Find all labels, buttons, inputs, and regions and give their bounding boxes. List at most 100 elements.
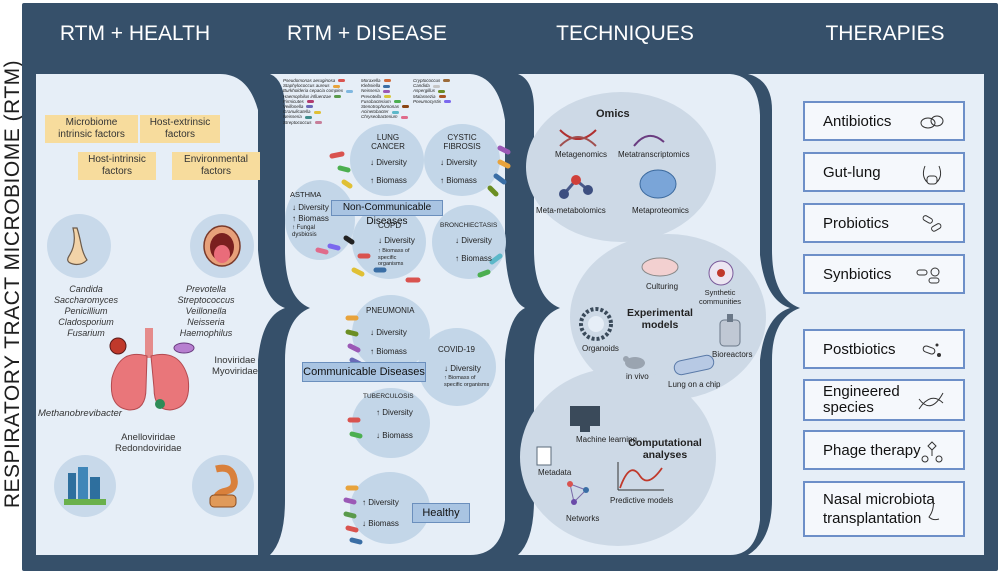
legend-label: Malassezia (413, 93, 436, 99)
covid-title: COVID-19 (438, 345, 475, 354)
legend-label: Neisseria (361, 88, 380, 94)
legend-label: Pneumocystis (413, 98, 442, 104)
factor-environmental: Environmental factors (172, 152, 260, 180)
legend-entry: Fusobacterium (361, 99, 421, 104)
therapy-engineered-species: Engineered species (803, 379, 965, 421)
asthma-biomass: ↑ Biomass (292, 214, 329, 223)
label: Biomass of specific organisms (444, 375, 490, 388)
nose-taxa: Candida Saccharomyces Penicillium Clados… (50, 284, 122, 339)
therapy-label: Synbiotics (823, 266, 892, 283)
legend-entry: Klebsiella (361, 83, 421, 88)
legend-label: Acinetobacter (361, 109, 389, 115)
factor-host-intrinsic: Host-intrinsic factors (78, 152, 156, 180)
legend-entry: Malassezia (413, 94, 463, 99)
header-health: RTM + HEALTH (59, 22, 211, 45)
legend-entry: Burkholderia cepacia complex (283, 88, 354, 93)
asthma-title: ASTHMA (290, 190, 322, 199)
city-icon (64, 467, 106, 505)
cf-diversity: ↓ Diversity (440, 158, 477, 167)
therapy-label: Antibiotics (823, 113, 892, 130)
lung-on-chip-label: Lung on a chip (668, 380, 721, 389)
nose-circle (47, 214, 111, 278)
healthy-label: Healthy (412, 503, 470, 523)
nose-icon (928, 496, 940, 521)
label: Biomass (376, 347, 407, 356)
legend-entry: Acinetobacter (361, 109, 421, 114)
legend-entry: Cryptococcus (413, 78, 463, 83)
virus-label: Anelloviridae (121, 432, 176, 443)
cystic-fibrosis-title: CYSTIC FIBROSIS (443, 133, 481, 151)
therapy-label: Probiotics (823, 215, 889, 232)
therapy-label-line: species (823, 399, 874, 416)
legend-label: Firmicutes (283, 98, 304, 104)
metadata-label: Metadata (538, 468, 572, 477)
tuberculosis-title: TUBERCULOSIS (363, 393, 414, 400)
label: Fungal dysbiosis (292, 225, 317, 238)
label: Diversity (298, 203, 329, 212)
gut-circle (192, 455, 254, 517)
bronch-diversity: ↓ Diversity (455, 236, 492, 245)
legend-entry: Granulicatella (283, 109, 353, 114)
therapy-label: Postbiotics (823, 341, 896, 358)
legend-label: Streptococcus (283, 119, 312, 125)
legend-entry: Veillonella (283, 104, 353, 109)
bronch-biomass: ↑ Biomass (455, 254, 492, 263)
legend-swatch (313, 110, 321, 114)
computational-circle (520, 368, 716, 546)
omics-circle (526, 92, 716, 242)
rna-icon (633, 135, 665, 147)
legend-label: Neisseria (283, 114, 302, 120)
label: Diversity (376, 158, 407, 167)
label: Diversity (461, 236, 492, 245)
therapy-postbiotics: Postbiotics (803, 329, 965, 369)
pills-icon (920, 115, 944, 129)
virus-label: Myoviridae (212, 366, 258, 377)
mouse-icon (623, 356, 645, 369)
legend-swatch (306, 100, 314, 104)
healthy-diversity: ↑ Diversity (362, 498, 399, 507)
covid-diversity: ↓ Diversity (444, 364, 481, 373)
legend-entry: Prevotella (361, 94, 421, 99)
viruses-right: Inoviridae Myoviridae (212, 355, 258, 377)
legend-swatch (432, 84, 440, 88)
mouth-taxa: Prevotella Streptococcus Veillonella Nei… (170, 284, 242, 339)
legend-swatch (383, 84, 391, 88)
pneumonia-title: PNEUMONIA (366, 306, 415, 315)
factor-host-extrinsic: Host-extrinsic factors (140, 115, 220, 143)
legend-swatch (346, 89, 354, 93)
ncd-label: Non-Communicable Diseases (331, 200, 443, 227)
curve-chart-icon (617, 462, 664, 491)
dna-icon (918, 392, 944, 410)
legend-label: Prevotella (361, 93, 382, 99)
phage-icon (921, 441, 943, 463)
legend-label: Moraxella (361, 78, 381, 83)
asthma-circle (285, 180, 355, 260)
healthy-biomass: ↓ Biomass (362, 519, 399, 528)
therapy-label: Gut-lung (823, 164, 881, 181)
machine-learning-label: Machine learning (576, 435, 637, 444)
label: Diversity (368, 498, 399, 507)
archaea-label: Methanobrevibacter (38, 408, 122, 419)
lung-cancer-diversity: ↓ Diversity (370, 158, 407, 167)
copd-title: COPD (378, 221, 402, 230)
tb-biomass: ↓ Biomass (376, 431, 413, 440)
therapy-label: Engineered species (823, 384, 900, 416)
experimental-title: Experimental models (627, 307, 693, 331)
virus-label: Inoviridae (214, 355, 256, 366)
legend-entry: Pseudomonas aeruginosa (283, 78, 353, 83)
legend-entry: Neisseria (361, 88, 421, 93)
legend-swatch (402, 105, 410, 109)
therapy-probiotics: Probiotics (803, 203, 965, 243)
copd-circle (352, 205, 426, 279)
community-icon (708, 260, 734, 286)
legend-entry: Streptococcus (283, 120, 353, 125)
therapy-nasal-transplant: Nasal microbiota transplantation (803, 481, 965, 537)
label: Biomass (376, 176, 407, 185)
taxon: Prevotella (185, 284, 227, 294)
metaproteomics-label: Metaproteomics (632, 206, 689, 215)
taxon: Penicillium (64, 306, 108, 316)
legend-label: Cryptococcus (413, 78, 441, 83)
